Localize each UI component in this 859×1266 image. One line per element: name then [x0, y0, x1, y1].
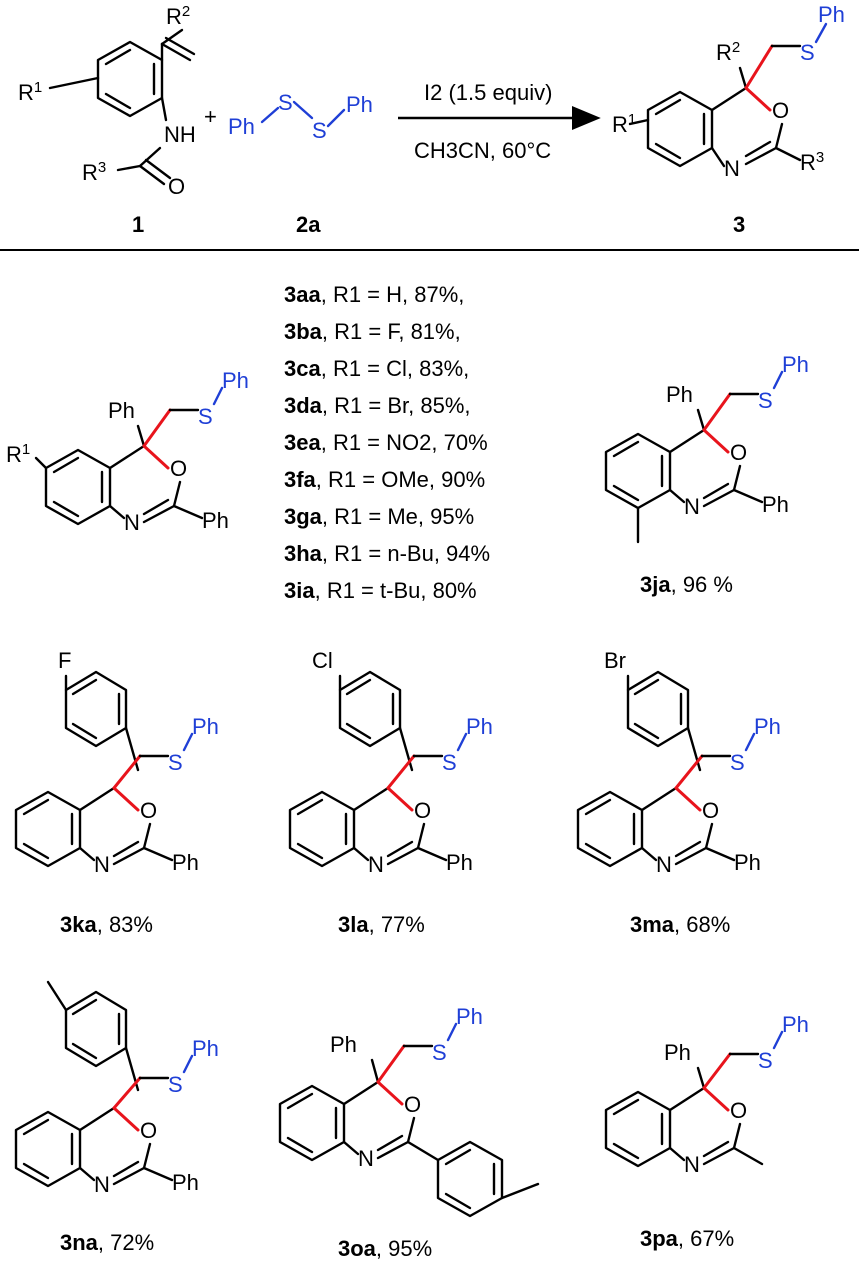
svg-text:O: O	[702, 798, 719, 823]
svg-text:3ca, R1 = Cl, 83%,: 3ca, R1 = Cl, 83%,	[284, 356, 469, 381]
product-3na-structure: O N Ph S Ph	[14, 980, 219, 1197]
svg-text:3ha, R1 = n-Bu, 94%: 3ha, R1 = n-Bu, 94%	[284, 541, 490, 566]
svg-text:Ph: Ph	[446, 850, 473, 875]
svg-text:O: O	[404, 1092, 421, 1117]
svg-text:Ph: Ph	[734, 850, 761, 875]
nh-label: NH	[164, 122, 196, 147]
svg-text:N: N	[684, 494, 700, 519]
product-3-label: 3	[733, 212, 745, 237]
svg-text:N: N	[684, 1152, 700, 1177]
svg-text:S: S	[432, 1040, 447, 1065]
svg-text:3ga, R1 = Me, 95%: 3ga, R1 = Me, 95%	[284, 504, 474, 529]
product-3oa-structure: O N Ph S Ph	[278, 1004, 540, 1218]
product-3ma-label: 3ma, 68%	[630, 912, 730, 937]
svg-text:Ph: Ph	[456, 1004, 483, 1029]
svg-text:Ph: Ph	[762, 492, 789, 517]
svg-text:N: N	[358, 1146, 374, 1171]
plus-sign: +	[204, 104, 217, 129]
ph-left: Ph	[228, 114, 255, 139]
svg-text:Ph: Ph	[172, 850, 199, 875]
o-atom: O	[170, 456, 187, 481]
product-3na-label: 3na, 72%	[60, 1230, 154, 1255]
s-prod: S	[800, 40, 815, 65]
svg-text:S: S	[730, 750, 745, 775]
svg-text:S: S	[168, 750, 183, 775]
reactant-1-structure: R2 NH O R3 R1	[18, 3, 196, 199]
svg-text:3ia, R1 = t-Bu, 80%: 3ia, R1 = t-Bu, 80%	[284, 578, 477, 603]
s1-label: S	[278, 90, 293, 115]
ph-right: Ph	[346, 92, 373, 117]
svg-text:S: S	[758, 1048, 773, 1073]
series-list: 3aa, R1 = H, 87%, 3ba, R1 = F, 81%, 3ca,…	[284, 282, 490, 603]
s2-label: S	[312, 118, 327, 143]
reactant-2-structure: Ph S S Ph	[228, 90, 373, 143]
reactant-2-label: 2a	[296, 212, 321, 237]
svg-text:3ba, R1 = F, 81%,: 3ba, R1 = F, 81%,	[284, 319, 461, 344]
svg-text:S: S	[758, 388, 773, 413]
r3-prod: R3	[800, 149, 824, 175]
svg-text:N: N	[368, 852, 384, 877]
product-3ma-structure: Br O N Ph S Ph	[576, 648, 781, 877]
svg-text:Ph: Ph	[192, 714, 219, 739]
ph-c4: Ph	[108, 398, 135, 423]
product-3oa-label: 3oa, 95%	[338, 1236, 432, 1261]
ring-n-label: N	[724, 156, 740, 181]
svg-text:N: N	[656, 852, 672, 877]
svg-text:F: F	[58, 648, 71, 673]
svg-text:3ea, R1 = NO2, 70%: 3ea, R1 = NO2, 70%	[284, 430, 488, 455]
ph-s: Ph	[222, 368, 249, 393]
svg-text:O: O	[730, 440, 747, 465]
r2-prod: R2	[716, 39, 740, 65]
r2-label: R2	[166, 3, 190, 29]
svg-text:Ph: Ph	[782, 352, 809, 377]
svg-text:O: O	[140, 1118, 157, 1143]
reactant-1-label: 1	[132, 212, 144, 237]
n-atom: N	[124, 510, 140, 535]
product-3ja-structure: O N Ph Ph S Ph	[604, 352, 809, 544]
svg-text:O: O	[140, 798, 157, 823]
svg-text:Ph: Ph	[782, 1012, 809, 1037]
svg-text:Ph: Ph	[192, 1036, 219, 1061]
ph-c2: Ph	[202, 508, 229, 533]
product-3pa-structure: O N Ph S Ph	[604, 1012, 809, 1177]
svg-text:3fa, R1 = OMe, 90%: 3fa, R1 = OMe, 90%	[284, 467, 485, 492]
svg-text:S: S	[168, 1072, 183, 1097]
svg-text:3aa, R1 = H, 87%,: 3aa, R1 = H, 87%,	[284, 282, 464, 307]
svg-text:O: O	[414, 798, 431, 823]
svg-text:Ph: Ph	[664, 1040, 691, 1065]
r1-label: R1	[18, 79, 42, 105]
svg-text:Ph: Ph	[666, 382, 693, 407]
product-3pa-label: 3pa, 67%	[640, 1226, 734, 1251]
product-3la-label: 3la, 77%	[338, 912, 425, 937]
product-3-structure: O N R3 R2 S Ph R1	[612, 2, 845, 181]
conditions-label: CH3CN, 60°C	[414, 138, 551, 163]
product-3ka-structure: F O N Ph S Ph	[14, 648, 219, 877]
ring-o-label: O	[772, 98, 789, 123]
s-atom: S	[198, 404, 213, 429]
svg-text:Ph: Ph	[466, 714, 493, 739]
svg-text:Br: Br	[604, 648, 626, 673]
svg-text:S: S	[442, 750, 457, 775]
svg-text:N: N	[94, 1172, 110, 1197]
carbonyl-o-label: O	[168, 174, 185, 199]
svg-text:Ph: Ph	[172, 1170, 199, 1195]
svg-text:3da, R1 = Br, 85%,: 3da, R1 = Br, 85%,	[284, 393, 471, 418]
product-3ka-label: 3ka, 83%	[60, 912, 153, 937]
r3-label: R3	[82, 159, 106, 185]
ph-prod: Ph	[818, 2, 845, 27]
svg-text:O: O	[730, 1098, 747, 1123]
reagent-label: I2 (1.5 equiv)	[424, 80, 552, 105]
series-structure: O N Ph Ph S Ph R1	[6, 368, 249, 535]
svg-text:Cl: Cl	[312, 648, 333, 673]
svg-text:N: N	[94, 852, 110, 877]
svg-text:Ph: Ph	[330, 1032, 357, 1057]
svg-text:Ph: Ph	[754, 714, 781, 739]
product-3la-structure: Cl O N Ph S Ph	[288, 648, 493, 877]
product-3ja-label: 3ja, 96 %	[640, 572, 733, 597]
r1-series: R1	[6, 441, 30, 467]
